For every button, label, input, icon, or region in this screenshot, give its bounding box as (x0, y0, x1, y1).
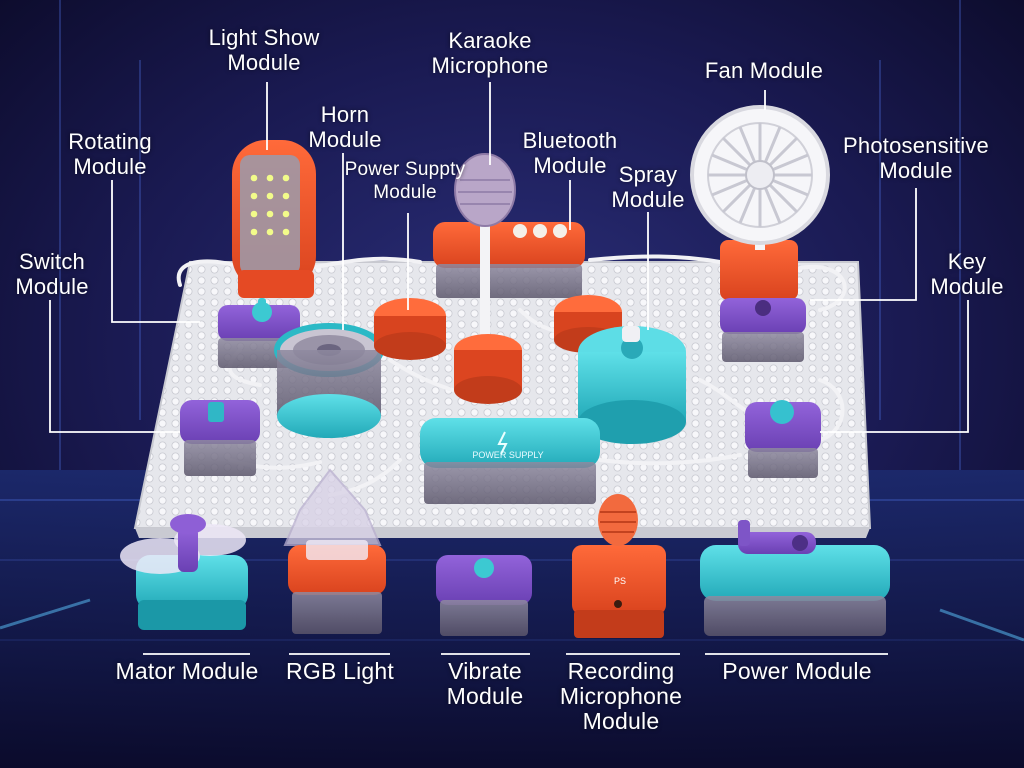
label-photosensitive-module: Photosensitive Module (843, 133, 989, 183)
label-vibrate-module: Vibrate Module (446, 658, 524, 709)
label-key-module: Key Module (930, 249, 1004, 299)
label-recording-microphone-module: Recording Microphone Module (559, 658, 683, 734)
label-karaoke-microphone: Karaoke Microphone (431, 28, 549, 78)
label-bluetooth-module: Bluetooth Module (522, 128, 618, 178)
label-light-show-module: Light Show Module (208, 25, 320, 75)
leader-lines (49, 82, 969, 655)
label-mator-module: Mator Module (115, 658, 259, 684)
label-fan-module: Fan Module (704, 58, 824, 83)
label-rgb-light: RGB Light (286, 658, 394, 684)
label-horn-module: Horn Module (308, 102, 382, 152)
label-switch-module: Switch Module (15, 249, 89, 299)
power-supply-box-label: POWER SUPPLY (472, 450, 543, 460)
label-power-module: Power Module (722, 658, 872, 684)
label-power-supply-module: Power Suppty Module (344, 159, 466, 203)
label-spray-module: Spray Module (611, 162, 685, 212)
label-rotating-module: Rotating Module (68, 129, 152, 179)
recording-module-tag: PS (614, 576, 626, 586)
